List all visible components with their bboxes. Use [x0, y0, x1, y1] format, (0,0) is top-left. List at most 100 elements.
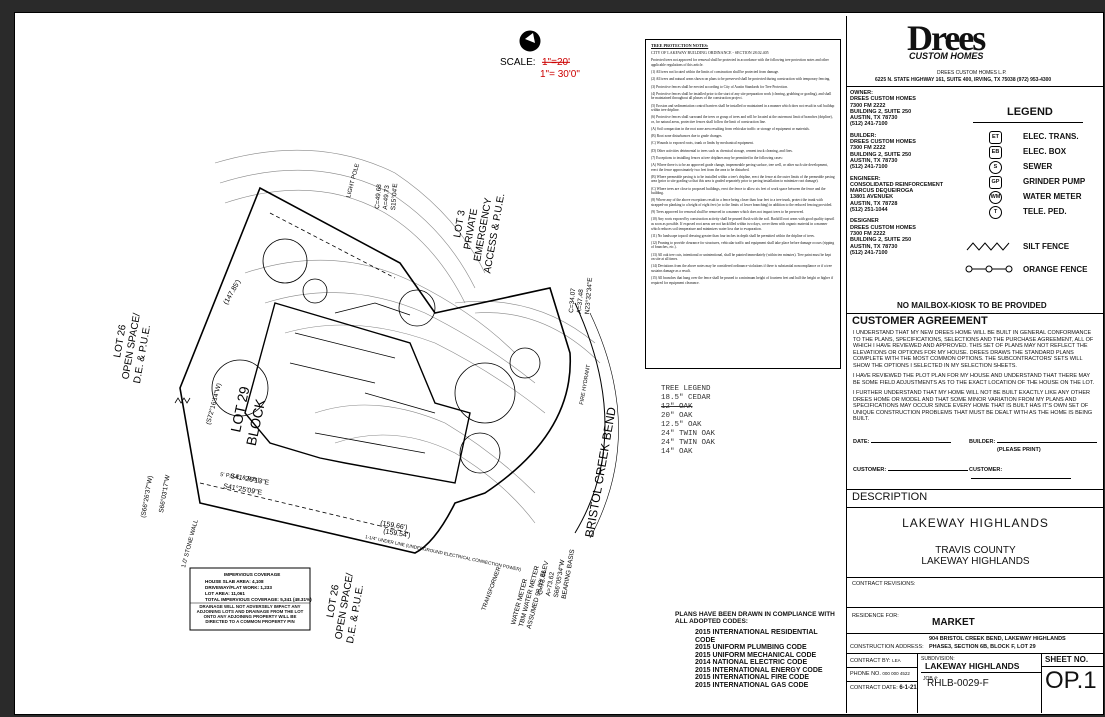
svg-text:C=49.68: C=49.68 [374, 184, 383, 210]
note-item: (9) Trees approved for removal shall be … [651, 210, 804, 215]
scale-old: 1"=20' [542, 57, 570, 68]
contact-line: DREES CUSTOM HOMES [850, 96, 916, 103]
legend-symbol-icon: ET [989, 131, 1002, 144]
note-item: (13) All oak tree cuts, intentional or u… [651, 252, 832, 262]
orange-fence-symbol [965, 265, 1013, 273]
svg-text:A=37.48: A=37.48 [576, 289, 585, 314]
code-compliance: PLANS HAVE BEEN DRAWN IN COMPLIANCE WITH… [675, 611, 835, 689]
contact-line: BUILDING 2, SUITE 250 [850, 108, 912, 115]
svg-text:S15°04'E: S15°04'E [389, 182, 399, 210]
note-item: (D) Other activities detrimental to tree… [651, 148, 793, 153]
legend-label: WATER METER [1023, 192, 1082, 201]
legend-label: ELEC. BOX [1023, 147, 1067, 156]
tree-legend-item: 18.5" CEDAR [661, 394, 711, 402]
note-item: (5) Erosion and sedimentation control ba… [651, 103, 835, 113]
code-item: 2014 NATIONAL ELECTRIC CODE [695, 659, 808, 666]
svg-text:A=49.73: A=49.73 [382, 185, 391, 210]
tree-legend-item: 24" TWIN OAK [661, 430, 716, 438]
contact-line: (512) 241-7100 [850, 249, 888, 256]
note-item: (C) Wounds to exposed roots, trunk or li… [651, 141, 754, 146]
contact-line: (512) 241-7100 [850, 121, 888, 128]
note-item: (8) Where any of the above exceptions re… [651, 198, 833, 207]
tree-legend-item: 14" OAK [661, 448, 693, 456]
note-item: (2) All trees and natural areas shown on… [651, 77, 831, 82]
legend-label: GRINDER PUMP [1023, 177, 1086, 186]
title-block: Drees CUSTOM HOMES DREES CUSTOM HOMES L.… [846, 16, 1103, 713]
contact-line: DREES CUSTOM HOMES [850, 139, 916, 146]
impervious-coverage-box: IMPERVIOUS COVERAGE HOUSE SLAB AREA: 4,1… [205, 572, 312, 602]
scale-new: 1"= 30'0" [540, 69, 580, 80]
site-plan: SCALE: 1"=20' 1"= 30'0" LOT 26 OPEN SPAC… [112, 30, 619, 644]
legend-label: ELEC. TRANS. [1023, 132, 1079, 141]
legend-symbol-icon: WM [989, 191, 1002, 204]
topo-contours [214, 149, 601, 524]
svg-text:5' P.U.E. & B.B.L.: 5' P.U.E. & B.B.L. [220, 472, 263, 484]
contact-line: 7300 FM 2222 [850, 230, 886, 237]
note-item: (14) Deviations from the above notes may… [651, 264, 832, 274]
project-name: LAKEWAY HIGHLANDS [902, 516, 1049, 530]
svg-text:(159.54'): (159.54') [383, 528, 411, 540]
contact-line: MARCUS DEQUEIROGA [850, 188, 914, 195]
note-item: (15) All branches that hang over the fen… [651, 276, 834, 285]
subdivision-name: LAKEWAY HIGHLANDS [925, 661, 1020, 671]
code-item: 2015 INTERNATIONAL ENERGY CODE [695, 666, 823, 674]
svg-text:HOUSE SLAB AREA: 4,108: HOUSE SLAB AREA: 4,108 [205, 579, 264, 584]
svg-text:A=73.62: A=73.62 [545, 571, 556, 597]
description-title: DESCRIPTION [852, 491, 928, 503]
contact-line: AUSTIN, TX 78730 [850, 243, 898, 250]
legend-label: TELE. PED. [1023, 207, 1067, 216]
house-footprint [244, 302, 471, 484]
svg-text:C=34.07: C=34.07 [568, 288, 577, 314]
contact-line: 7300 FM 2222 [850, 145, 886, 152]
note-item: (C) Where trees are close to proposed bu… [651, 186, 826, 196]
svg-text:LIGHT POLE: LIGHT POLE [346, 163, 361, 199]
code-item: 2015 INTERNATIONAL RESIDENTIAL CODE [695, 629, 818, 644]
svg-text:FIRE HYDRANT: FIRE HYDRANT [579, 364, 592, 406]
drees-logo: Drees [907, 18, 986, 58]
drainage-note: DRAINAGE WILL NOT ADVERSELY IMPACT ANY A… [196, 604, 304, 624]
code-item: 2015 INTERNATIONAL FIRE CODE [695, 674, 810, 681]
svg-text:1.0' STONE WALL: 1.0' STONE WALL [181, 519, 200, 569]
street-name: BRISTOL CREEK BEND [582, 406, 619, 539]
note-item: (6) Protective fences shall surround the… [651, 115, 833, 124]
job-number: RHLB-0029-F [927, 678, 989, 689]
svg-text:(147.85'): (147.85') [223, 279, 243, 306]
tree-protection-notes: TREE PROTECTION NOTES: CITY OF LAKEWAY B… [645, 39, 841, 369]
note-item: (3) Protective fences shall be erected a… [651, 84, 789, 89]
customer-agreement-title: CUSTOMER AGREEMENT [852, 315, 988, 327]
note-item: (4) Protective fences shall be installed… [651, 91, 832, 101]
contact-line: AUSTIN, TX 78730 [850, 157, 898, 164]
drees-logo-sub: CUSTOM HOMES [909, 51, 984, 61]
legend-symbol-icon: GP [989, 176, 1002, 189]
legend-symbol-icon: S [989, 161, 1002, 174]
svg-text:TOTAL IMPERVIOUS COVERAGE: 5,3: TOTAL IMPERVIOUS COVERAGE: 5,341 (48.31%… [205, 597, 312, 602]
scale-label: SCALE: [500, 57, 536, 68]
contact-role: DESIGNER [850, 218, 879, 225]
note-item: (1) All trees not located within the lim… [651, 70, 780, 75]
code-item: 2015 UNIFORM MECHANICAL CODE [695, 651, 817, 659]
lot-boundary [179, 186, 572, 554]
svg-text:IMPERVIOUS COVERAGE: IMPERVIOUS COVERAGE [224, 572, 280, 577]
svg-text:TRANSFORMER: TRANSFORMER [481, 565, 503, 611]
svg-text:S66°03'17"W: S66°03'17"W [157, 473, 172, 513]
note-item: (A) Where there is to be an approved gra… [651, 163, 828, 172]
contact-line: 13801 AVENUEK [850, 194, 894, 201]
tree-symbols [211, 238, 541, 474]
svg-text:(S72°16'14"W): (S72°16'14"W) [204, 382, 223, 425]
contact-line: BUILDING 2, SUITE 250 [850, 151, 912, 158]
residence-name: MARKET [932, 617, 975, 628]
contact-line: (512) 251-1044 [850, 207, 888, 214]
sheet-number: OP.1 [1045, 667, 1097, 694]
silt-fence-symbol [966, 242, 1010, 251]
contact-line: (512) 241-7100 [850, 164, 888, 171]
legend-symbol-icon: EB [989, 146, 1002, 159]
contact-role: ENGINEER: [850, 175, 881, 182]
svg-text:(159.66'): (159.66') [380, 520, 408, 532]
legend-label: SEWER [1023, 162, 1053, 171]
tree-legend-item: 12" OAK [661, 403, 693, 411]
tree-legend-item: 12.5" OAK [661, 421, 702, 429]
svg-text:LOT AREA: 11,061: LOT AREA: 11,061 [205, 591, 245, 596]
